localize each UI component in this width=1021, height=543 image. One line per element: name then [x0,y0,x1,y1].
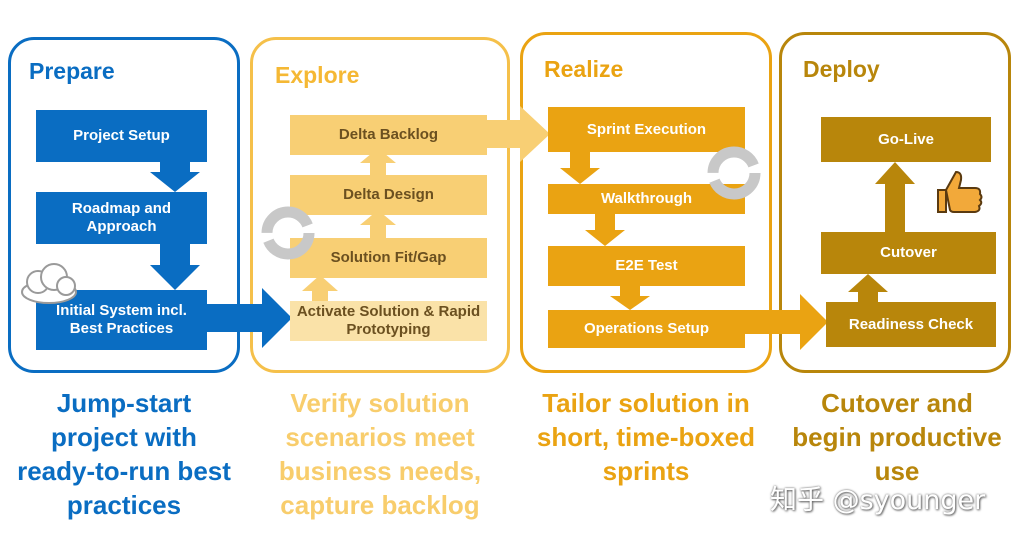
realize-arrow-3 [610,286,650,310]
step-roadmap-approach: Roadmap and Approach [36,192,207,244]
explore-title: Explore [275,62,360,88]
realize-to-deploy-arrow [740,294,828,350]
deploy-description: Cutover and begin productive use [792,388,1002,486]
realize-arrow-2 [585,214,625,246]
step-solution-fit-gap: Solution Fit/Gap [290,238,487,278]
thumbs-up-icon [937,170,983,213]
step-go-live: Go-Live [821,117,991,162]
step-walkthrough: Walkthrough [548,184,745,214]
prepare-title: Prepare [29,58,115,84]
realize-description: Tailor solution in short, time-boxed spr… [536,388,756,486]
cycle-icon [707,146,761,200]
cloud-icon [21,263,77,304]
step-sprint-execution: Sprint Execution [548,107,745,152]
explore-description: Verify solution scenarios meet business … [278,388,482,520]
realize-arrow-1 [560,152,600,184]
watermark: 知乎 @syounger [770,485,986,516]
explore-arrow-2 [360,210,396,240]
realize-title: Realize [544,56,624,82]
step-delta-design: Delta Design [290,175,487,215]
deploy-arrow-1 [848,274,888,302]
step-delta-backlog: Delta Backlog [290,115,487,155]
explore-arrow-1 [302,275,338,301]
prepare-arrow-2 [150,244,200,290]
step-cutover: Cutover [821,232,996,274]
prepare-description: Jump-start project with ready-to-run bes… [17,388,231,520]
cycle-icon [261,206,315,260]
step-activate-solution: Activate Solution & Rapid Prototyping [290,301,487,341]
deploy-arrow-2 [875,162,915,232]
explore-arrow-3 [360,148,396,178]
prepare-arrow-1 [150,162,200,192]
deploy-title: Deploy [803,56,880,82]
step-readiness-check: Readiness Check [826,302,996,347]
step-e2e-test: E2E Test [548,246,745,286]
step-project-setup: Project Setup [36,110,207,162]
step-operations-setup: Operations Setup [548,310,745,348]
prepare-to-explore-arrow [205,288,292,348]
